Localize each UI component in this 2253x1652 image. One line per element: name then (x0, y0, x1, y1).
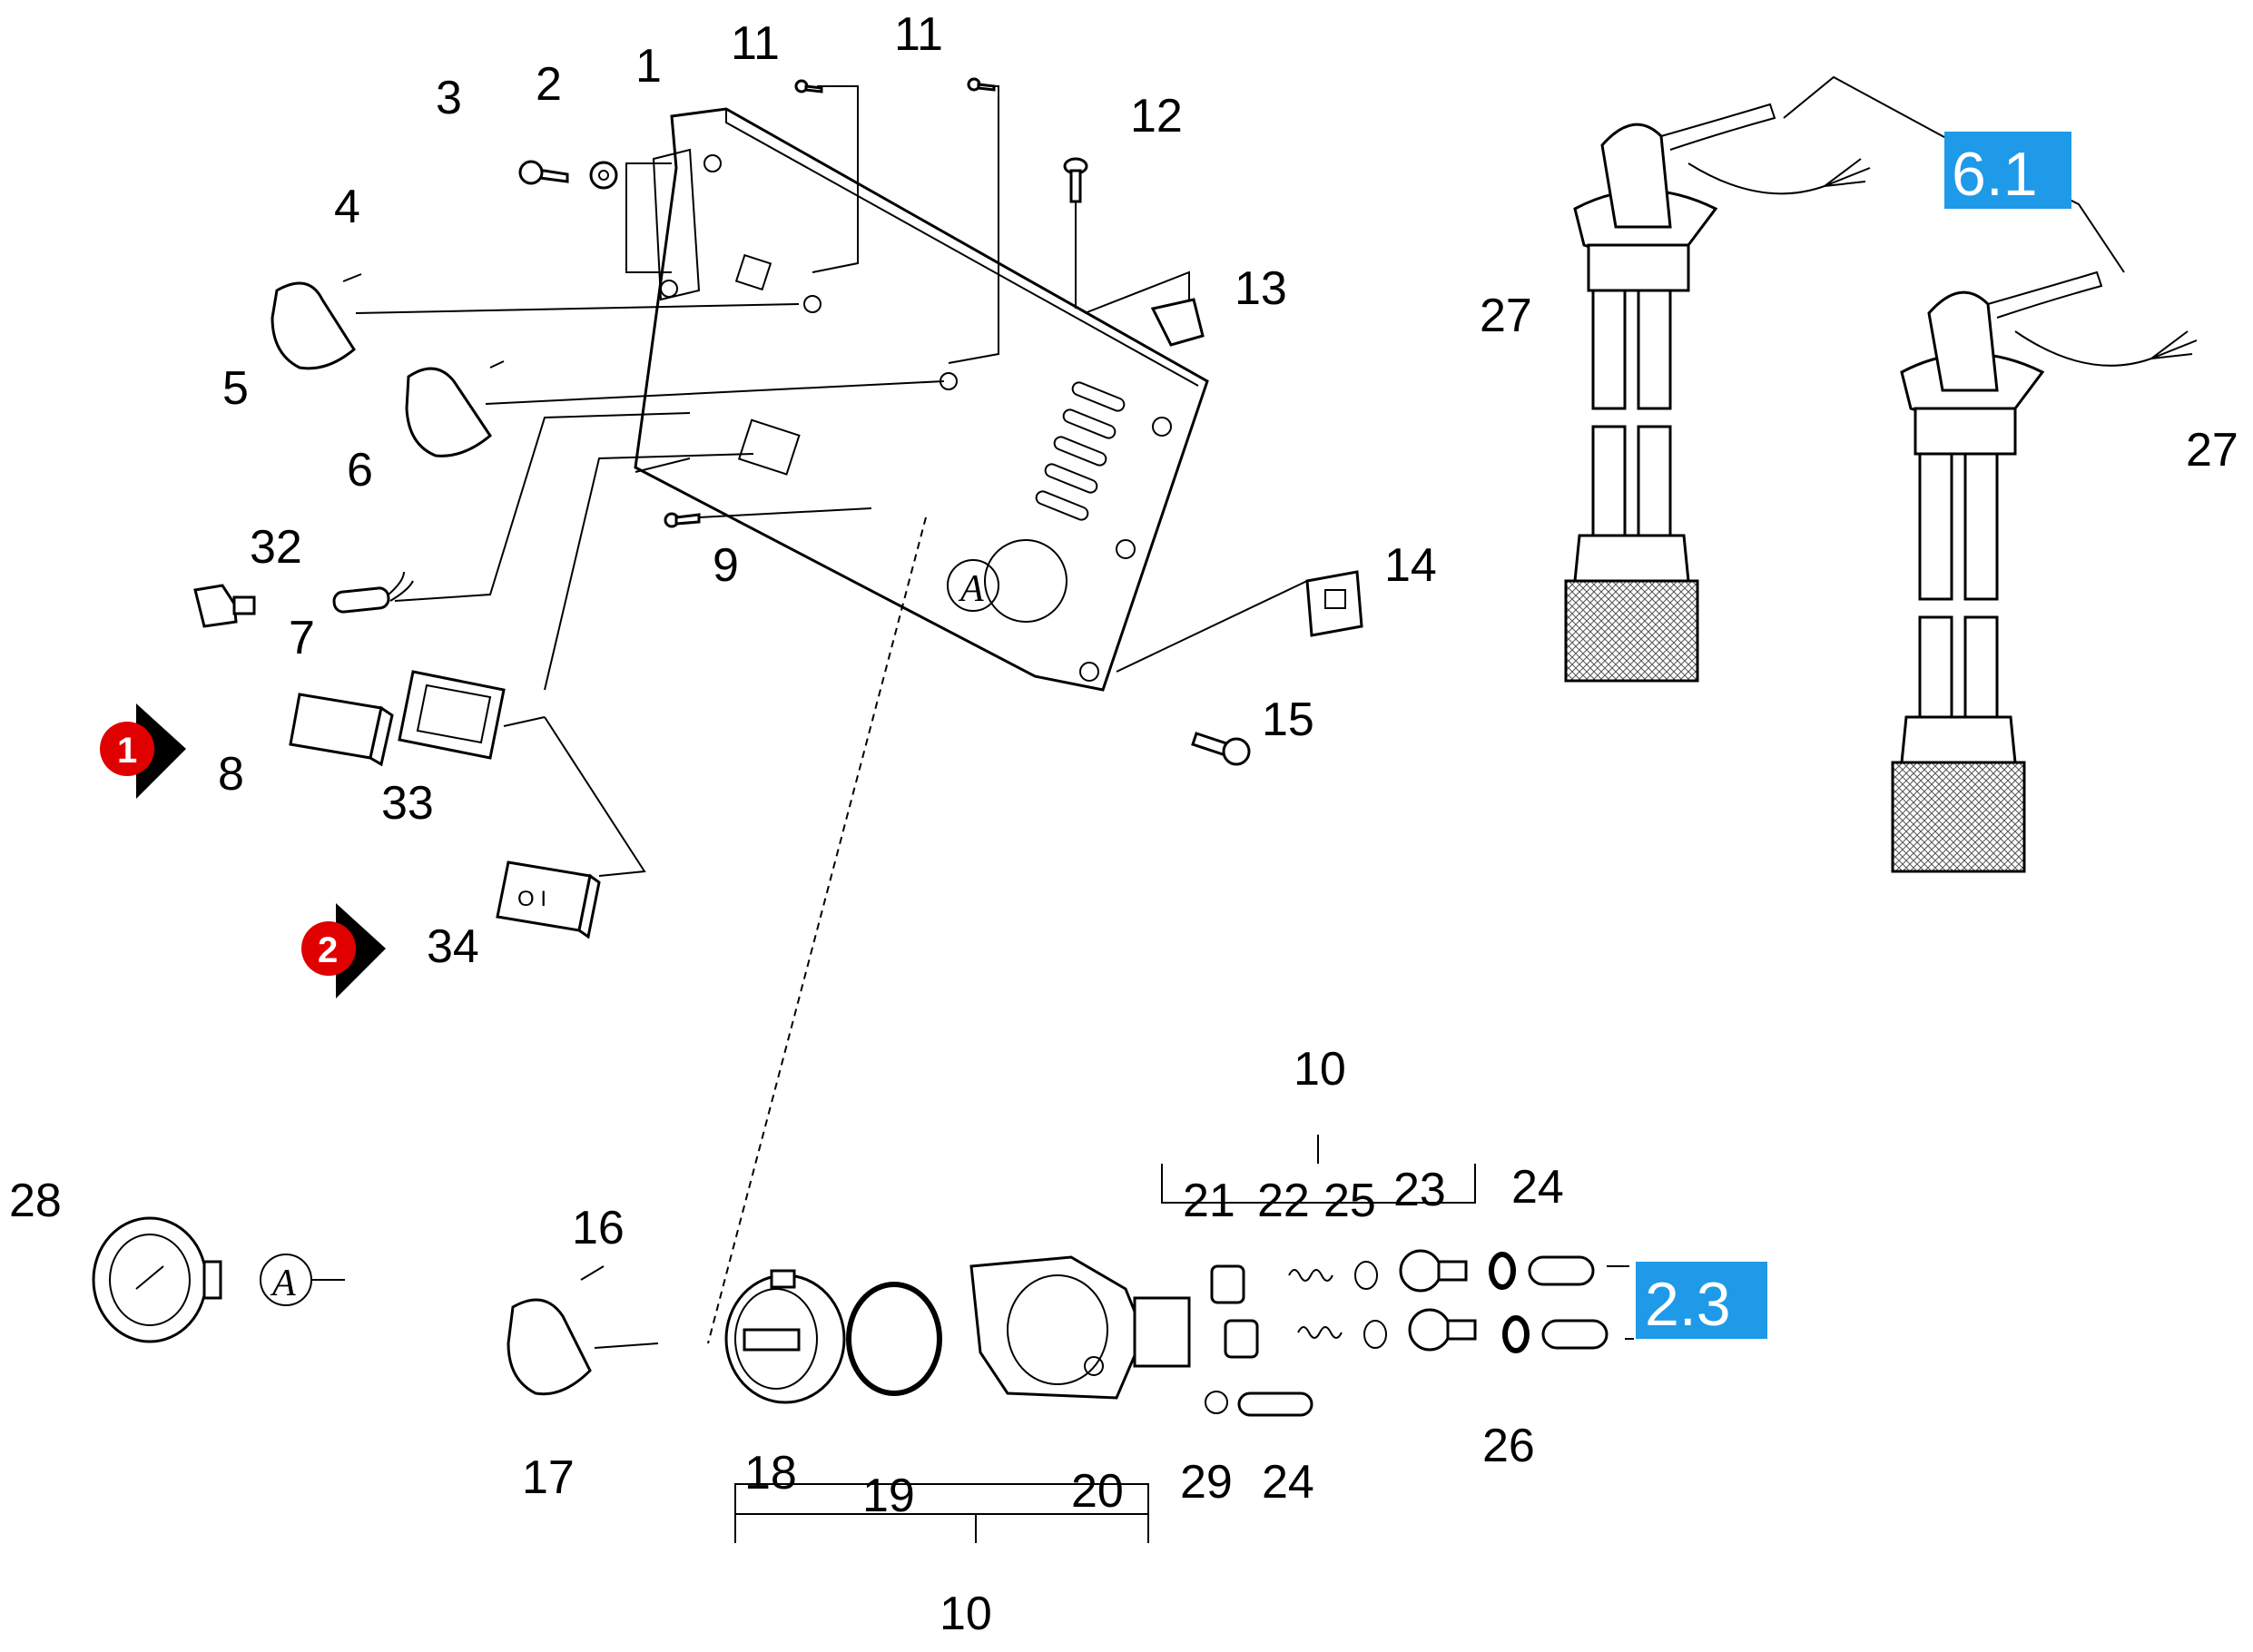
label-13: 13 (1235, 262, 1287, 315)
label-17: 17 (522, 1451, 575, 1504)
label-26: 26 (1482, 1420, 1535, 1472)
reference-2-3-label: 2.3 (1645, 1270, 1731, 1339)
label-10-bottom: 10 (940, 1588, 992, 1640)
label-34: 34 (427, 920, 479, 973)
level-sensor-right (1891, 270, 2198, 873)
label-7: 7 (289, 612, 315, 664)
label-33: 33 (381, 777, 434, 830)
label-12: 12 (1130, 90, 1183, 143)
label-11-right: 11 (894, 8, 943, 61)
panel-callout-a: A (958, 568, 984, 610)
reference-6-1-label: 6.1 (1952, 140, 2038, 209)
badge-2[interactable]: 2 (301, 903, 386, 998)
label-28: 28 (9, 1175, 62, 1227)
fasteners (518, 77, 1251, 766)
indicator-slots (1035, 381, 1126, 521)
label-27-left: 27 (1480, 290, 1532, 342)
knob-6 (405, 360, 505, 457)
label-27-right: 27 (2186, 424, 2238, 477)
control-panel: A (634, 107, 1209, 692)
reference-2-3[interactable]: 2.3 (1636, 1262, 1767, 1339)
label-16: 16 (572, 1202, 625, 1254)
gauge-callout-a: A (270, 1263, 296, 1304)
level-sensor-left (1564, 103, 1871, 683)
o-ring-19 (846, 1282, 942, 1396)
lamp-7 (332, 571, 414, 614)
clip-13 (1150, 298, 1205, 347)
badge-2-label: 2 (318, 930, 338, 970)
label-11-left: 11 (731, 17, 780, 70)
lamp-holder-32 (193, 584, 256, 628)
label-10-top: 10 (1294, 1043, 1346, 1096)
frame-33 (398, 670, 506, 760)
label-8: 8 (218, 748, 244, 801)
label-18: 18 (744, 1447, 797, 1500)
label-15: 15 (1262, 693, 1314, 746)
label-9: 9 (713, 539, 739, 592)
leader-lines (311, 75, 2125, 1543)
label-5: 5 (222, 362, 249, 415)
plate-14 (1305, 570, 1363, 637)
valve-parts (1205, 1249, 1609, 1417)
label-3: 3 (436, 72, 462, 124)
label-21: 21 (1183, 1175, 1235, 1227)
label-24-bottom: 24 (1262, 1456, 1314, 1509)
label-22: 22 (1257, 1175, 1310, 1227)
label-24-top: 24 (1511, 1161, 1564, 1214)
label-29: 29 (1180, 1456, 1233, 1509)
label-14: 14 (1384, 539, 1437, 592)
rocker-switch-symbols: O I (517, 887, 546, 911)
label-25: 25 (1323, 1175, 1376, 1227)
pump-body-20 (969, 1255, 1191, 1400)
badge-1-label: 1 (117, 731, 137, 771)
label-1: 1 (635, 40, 662, 93)
reference-6-1[interactable]: 6.1 (1944, 132, 2071, 209)
label-4: 4 (334, 181, 360, 233)
label-20: 20 (1071, 1465, 1124, 1518)
pressure-gauge-28: A (92, 1216, 312, 1343)
knob-17 (507, 1265, 605, 1396)
label-6: 6 (347, 444, 373, 497)
part-number-labels: 1 2 3 4 5 6 7 8 9 10 10 11 11 12 13 14 1… (9, 8, 2238, 1640)
badge-1[interactable]: 1 (100, 703, 186, 799)
label-19: 19 (862, 1470, 915, 1522)
rocker-switch-34: O I (496, 860, 601, 939)
switch-8 (289, 693, 394, 767)
knob-5 (271, 273, 362, 370)
label-23: 23 (1393, 1164, 1446, 1216)
label-32: 32 (250, 521, 302, 574)
label-2: 2 (536, 58, 562, 111)
cover-18 (724, 1269, 846, 1404)
